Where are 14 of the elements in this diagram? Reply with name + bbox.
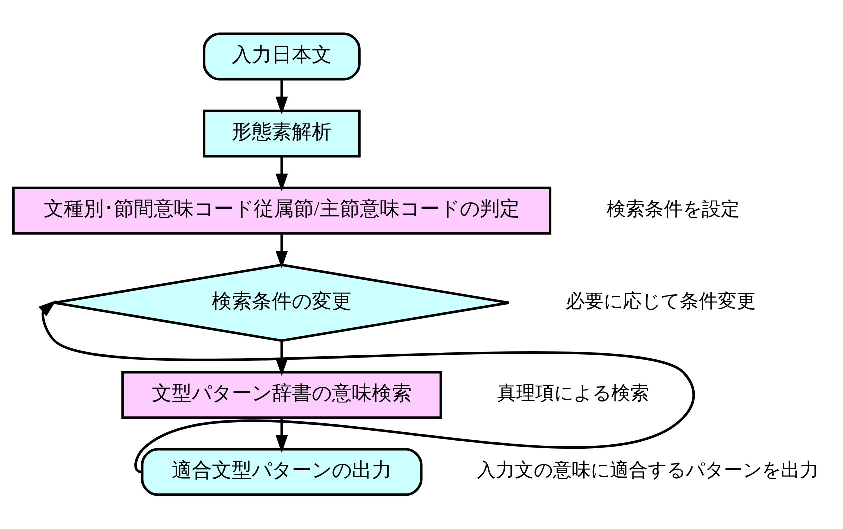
node-box: 文種別･節間意味コード従属節/主節意味コードの判定 [12,186,552,235]
node-label: 入力文の意味に適合するパターンを出力 [477,460,820,482]
node-box: 形態素解析 [203,110,361,158]
node-label: 真理項による検索 [498,384,650,405]
arrow [276,418,288,454]
node-diamond: 検索条件の変更 [53,264,511,342]
node-label: 必要に応じて条件変更 [566,291,756,312]
node-label: 検索条件を設定 [606,199,740,220]
node-box: 適合文型パターンの出力 [141,448,423,496]
arrow [276,234,288,269]
node-box: 入力日本文 [203,32,361,81]
node-box: 文型パターン辞書の意味検索 [122,371,442,420]
arrow [276,156,288,192]
arrow [276,80,288,115]
